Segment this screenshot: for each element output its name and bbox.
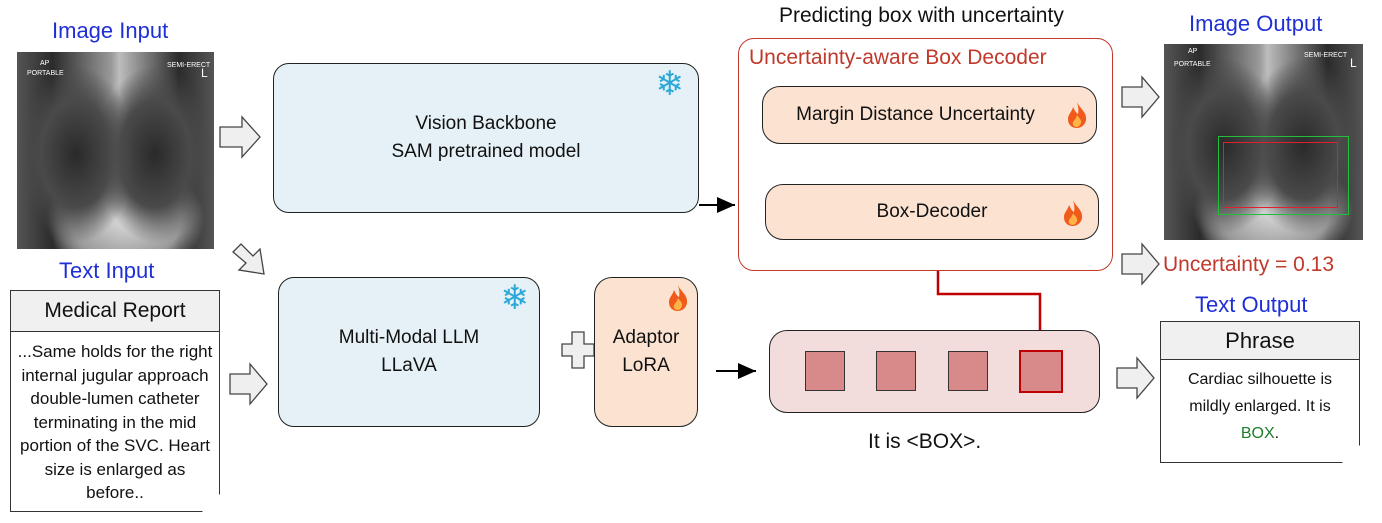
token	[948, 351, 988, 391]
vision-backbone-model: SAM pretrained model	[391, 141, 581, 162]
snowflake-icon: ❄	[500, 279, 530, 317]
block-arrow-image-to-backbone	[219, 115, 261, 159]
block-arrow-to-uncertainty	[1121, 242, 1160, 286]
xray-tag-portable: PORTABLE	[1174, 61, 1211, 68]
vision-backbone-label: Vision Backbone	[415, 113, 557, 134]
medical-report-text: ...Same holds for the right internal jug…	[17, 342, 213, 502]
medical-report-title: Medical Report	[11, 291, 219, 332]
adaptor-lora-block: Adaptor LoRA	[594, 277, 698, 427]
phrase-end: .	[1274, 425, 1280, 442]
token	[805, 351, 845, 391]
block-arrow-to-image-output	[1121, 75, 1160, 119]
token-sequence-block	[769, 330, 1100, 413]
block-arrow-to-text-output	[1116, 356, 1155, 400]
phrase-body: Cardiac silhouette is mildly enlarged. I…	[1161, 360, 1359, 447]
xray-tag-ap: AP	[40, 60, 50, 67]
xray-tag-semi-erect: SEMI-ERECT	[167, 62, 211, 69]
phrase-document: Phrase Cardiac silhouette is mildly enla…	[1160, 321, 1360, 463]
output-xray-image: AP PORTABLE SEMI-ERECT L	[1164, 44, 1363, 240]
multimodal-llm-block: Multi-Modal LLM LLaVA ❄	[278, 277, 540, 427]
xray-tag-semi-erect: SEMI-ERECT	[1304, 52, 1348, 59]
block-arrow-report-to-llm	[229, 362, 268, 406]
decoder-title: Uncertainty-aware Box Decoder	[749, 46, 1047, 69]
box-decoder-label: Box-Decoder	[876, 201, 988, 222]
block-arrow-image-to-llm	[232, 243, 265, 275]
flame-icon	[1068, 102, 1087, 128]
box-token	[1019, 350, 1063, 393]
flame-icon	[1064, 200, 1083, 226]
adaptor-label: Adaptor	[612, 327, 680, 348]
medical-report-document: Medical Report ...Same holds for the rig…	[10, 290, 220, 512]
xray-tag-ap: AP	[1188, 48, 1198, 55]
text-output-title: Text Output	[1195, 292, 1308, 317]
llm-label: Multi-Modal LLM	[338, 327, 480, 348]
predicted-box-red	[1223, 142, 1338, 208]
phrase-title: Phrase	[1161, 322, 1359, 360]
token-caption: It is <BOX>.	[868, 430, 982, 453]
xray-marker: L	[1350, 56, 1357, 70]
flame-icon	[669, 285, 688, 311]
image-output-title: Image Output	[1189, 11, 1323, 36]
token	[876, 351, 916, 391]
vision-backbone-block: Vision Backbone SAM pretrained model ❄	[273, 63, 699, 213]
margin-distance-uncertainty-label: Margin Distance Uncertainty	[796, 104, 1035, 125]
box-decoder-block: Box-Decoder	[765, 184, 1099, 240]
xray-marker: L	[201, 66, 208, 80]
input-xray-image: AP PORTABLE SEMI-ERECT L	[17, 52, 214, 249]
phrase-box-token: BOX	[1240, 425, 1275, 442]
plus-icon	[561, 331, 595, 369]
margin-distance-uncertainty-block: Margin Distance Uncertainty	[762, 86, 1097, 144]
predicted-box-green	[1218, 136, 1349, 215]
text-input-title: Text Input	[59, 258, 155, 283]
image-input-title: Image Input	[52, 18, 169, 43]
decoder-caption: Predicting box with uncertainty	[779, 4, 1064, 27]
xray-tag-portable: PORTABLE	[27, 70, 64, 77]
llm-model: LLaVA	[381, 355, 437, 376]
adaptor-model: LoRA	[622, 355, 670, 376]
phrase-text: Cardiac silhouette is mildly enlarged. I…	[1187, 371, 1333, 415]
uncertainty-value: Uncertainty = 0.13	[1163, 253, 1335, 276]
snowflake-icon: ❄	[655, 65, 685, 103]
